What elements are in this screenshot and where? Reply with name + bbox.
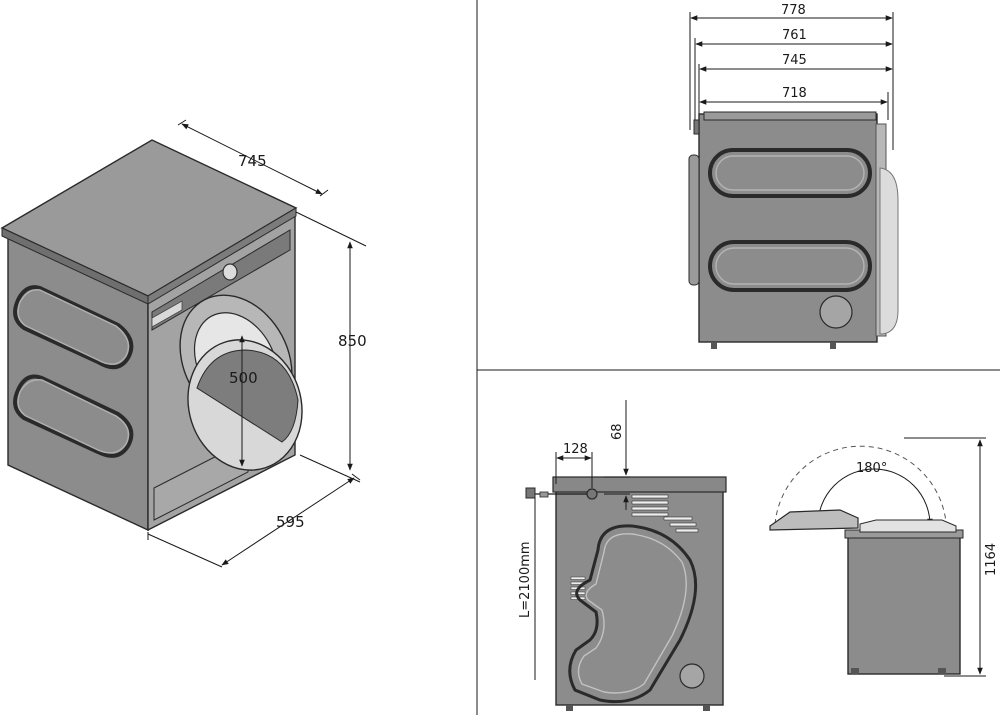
rear-top-offset-label: 68	[610, 423, 625, 440]
rear-side-slot-1	[570, 576, 586, 580]
side-depth-panel-label: 745	[782, 53, 807, 68]
iso-side-emboss-lower-inner	[17, 379, 130, 454]
panel-dividers	[476, 0, 1000, 715]
door-swing-view: 180° 1164	[769, 437, 999, 677]
isometric-view: 745 850 595 500	[0, 119, 367, 568]
rear-foot-right	[703, 705, 710, 711]
side-view: 778 761 745 718	[688, 3, 899, 349]
rear-vent-slot-1	[631, 494, 669, 499]
iso-dim-depth-ext-a	[177, 119, 187, 126]
side-emboss-upper-inner	[715, 155, 865, 191]
swing-foot-right	[938, 668, 946, 674]
rear-power-plug	[525, 487, 536, 499]
door-swing-angle-arc	[815, 468, 933, 526]
rear-cable-length-label: L=2100mm	[518, 541, 533, 618]
iso-dim-depth: 745	[177, 119, 329, 197]
side-foot-rear	[830, 342, 836, 349]
side-foot-front	[711, 342, 717, 349]
side-door-profile	[688, 154, 700, 286]
iso-control-knob	[222, 263, 238, 281]
side-rear-panel	[879, 167, 899, 335]
rear-worktop	[552, 476, 727, 493]
rear-connector-offset-label: 128	[563, 442, 588, 457]
rear-foot-left	[566, 705, 573, 711]
rear-duct-outline	[568, 524, 698, 704]
iso-door-glass	[196, 349, 299, 443]
rear-vent-slot-7	[675, 528, 699, 533]
iso-dim-depth-line	[181, 123, 323, 195]
side-emboss-lower-inner	[715, 247, 865, 285]
iso-dim-door: 500	[229, 335, 258, 467]
iso-width-label: 595	[276, 513, 305, 531]
iso-top-edge-front	[147, 207, 297, 305]
side-body-depth-label: 718	[782, 86, 807, 101]
swing-body	[847, 533, 961, 675]
swing-foot-left	[851, 668, 859, 674]
side-worktop	[703, 111, 877, 121]
iso-side-emboss-lower	[13, 374, 134, 458]
rear-vents-top	[631, 494, 699, 533]
iso-height-label: 850	[338, 332, 367, 350]
side-front-panel-edge	[693, 119, 700, 135]
swing-door-left	[769, 509, 859, 531]
side-vent-circle	[819, 295, 853, 329]
side-emboss-upper	[708, 148, 872, 198]
iso-detergent-drawer	[151, 300, 183, 328]
door-swing-dashed-arc	[774, 445, 947, 525]
rear-vent-circle	[679, 663, 705, 689]
swing-door-right	[859, 519, 957, 533]
rear-vent-slot-3	[631, 506, 669, 511]
rear-vent-slot-5	[663, 516, 693, 521]
iso-dim-width-ext-b	[351, 473, 361, 481]
iso-dim-height-ext-a	[295, 211, 367, 247]
rear-vent-slot-4	[631, 512, 669, 517]
swing-height-label: 1164	[984, 543, 999, 576]
iso-dim-height: 850	[295, 211, 367, 483]
side-depth-with-door-label: 761	[782, 28, 807, 43]
side-emboss-lower	[708, 240, 872, 292]
iso-door-label: 500	[229, 369, 258, 387]
rear-view: 128 68 L=2100mm	[518, 400, 727, 711]
iso-dim-height-ext-b	[299, 454, 361, 483]
rear-plug-sleeve	[539, 491, 549, 498]
rear-connector	[586, 488, 598, 500]
iso-dim-depth-ext-b	[319, 189, 329, 197]
rear-duct-inner	[577, 533, 687, 694]
door-swing-angle-label: 180°	[856, 461, 887, 476]
iso-side-emboss-upper	[13, 285, 134, 370]
rear-vent-slot-6	[669, 522, 697, 527]
iso-dim-width-line	[221, 477, 355, 566]
iso-dim-width-ext-c	[147, 533, 223, 568]
iso-dim-width: 595	[147, 473, 361, 568]
iso-side-emboss-upper-inner	[17, 289, 130, 365]
rear-vent-slot-2	[631, 500, 669, 505]
iso-depth-label: 745	[238, 152, 267, 170]
side-overall-depth-label: 778	[781, 3, 806, 18]
